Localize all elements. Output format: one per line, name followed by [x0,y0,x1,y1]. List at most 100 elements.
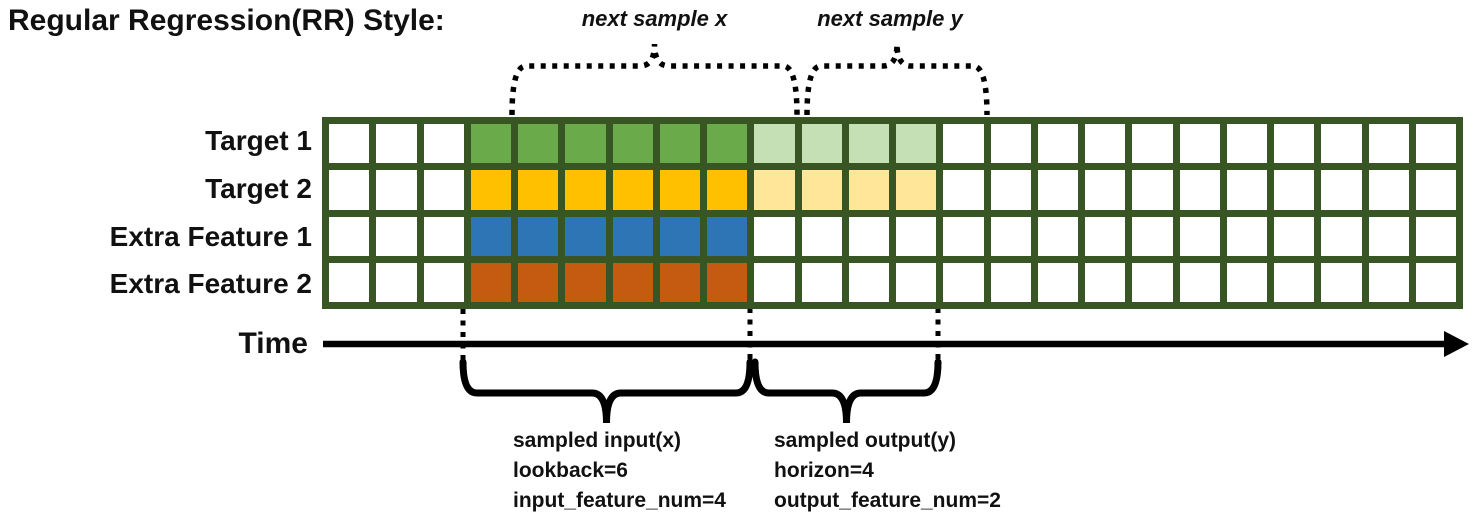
grid-cell [848,262,889,302]
grid-cell [801,216,842,256]
grid-cell [659,262,700,302]
time-axis-arrowhead [1444,331,1469,357]
next-sample-x-label: next sample x [581,6,728,31]
grid-cell [470,216,511,256]
row-label-target-2: Target 2 [205,173,312,204]
grid-cell [801,262,842,302]
grid-cell [470,170,511,210]
grid-cell [1415,262,1456,302]
grid-cell [423,216,464,256]
grid-cell [754,216,795,256]
grid-cell [707,216,748,256]
grid-cell [1085,124,1126,164]
grid-cell [659,170,700,210]
grid-cell [565,216,606,256]
grid-cell [1226,216,1267,256]
grid-cell [329,262,370,302]
grid-cell [376,124,417,164]
grid-cell [1085,262,1126,302]
grid-cell [329,170,370,210]
row-label-target-1: Target 1 [205,125,312,156]
sampled-output-annotation: sampled output(y) horizon=4 output_featu… [774,426,1001,516]
grid-cell [1274,216,1315,256]
grid-cell [612,216,653,256]
grid-cell [943,262,984,302]
grid-cell [1132,170,1173,210]
time-series-grid [322,117,1463,309]
grid-cell [1037,216,1078,256]
output-feature-num-value: output_feature_num=2 [774,489,1001,512]
grid-cell [1037,170,1078,210]
grid-cell [1037,124,1078,164]
grid-cell [659,124,700,164]
grid-cell [848,124,889,164]
grid-cell [848,216,889,256]
horizon-value: horizon=4 [774,459,874,482]
sampled-output-brace [751,358,942,424]
grid-cell [1415,216,1456,256]
grid-cell [1415,170,1456,210]
grid-cell [1321,262,1362,302]
grid-cell [470,124,511,164]
grid-cell [943,170,984,210]
grid-cell [329,216,370,256]
grid-cell [1179,262,1220,302]
grid-cell [1321,170,1362,210]
row-label-extra-feature-1: Extra Feature 1 [109,221,312,252]
lookback-value: lookback=6 [513,459,628,482]
grid-cell [1132,216,1173,256]
time-axis-label: Time [238,327,308,360]
next-sample-y-brace [804,43,990,116]
grid-cell [1415,124,1456,164]
grid-cell [990,124,1031,164]
grid-cell [943,216,984,256]
grid-cell [376,262,417,302]
grid-cell [565,262,606,302]
grid-cell [1368,170,1409,210]
grid-cell [1368,124,1409,164]
grid-cell [423,124,464,164]
grid-cell [896,216,937,256]
grid-cell [1226,170,1267,210]
grid-cell [565,170,606,210]
grid-cell [896,124,937,164]
grid-cell [801,170,842,210]
grid-cell [1274,170,1315,210]
grid-cell [1179,170,1220,210]
grid-cell [470,262,511,302]
input-feature-num-value: input_feature_num=4 [513,489,726,512]
grid-cell [518,262,559,302]
grid-cell [1132,262,1173,302]
grid-cell [1368,262,1409,302]
grid-cell [1274,262,1315,302]
grid-cell [1321,216,1362,256]
grid-cell [848,170,889,210]
grid-cell [518,124,559,164]
grid-cell [1132,124,1173,164]
diagram-title: Regular Regression(RR) Style: [8,4,445,37]
grid-cell [1274,124,1315,164]
grid-cell [518,216,559,256]
grid-cell [896,170,937,210]
grid-cell [1037,262,1078,302]
grid-cell [801,124,842,164]
sampled-output-title: sampled output(y) [774,429,956,452]
grid-cell [896,262,937,302]
grid-cell [754,124,795,164]
grid-cell [423,170,464,210]
grid-cell [1179,124,1220,164]
grid-cell [1321,124,1362,164]
grid-cell [707,262,748,302]
grid-cell [1226,262,1267,302]
grid-cell [990,216,1031,256]
grid-cell [612,170,653,210]
grid-cell [423,262,464,302]
grid-cell [943,124,984,164]
grid-cell [707,124,748,164]
sampled-input-annotation: sampled input(x) lookback=6 input_featur… [513,426,726,516]
sampled-input-brace [459,358,754,424]
grid-cell [1085,170,1126,210]
next-sample-x-brace [509,43,800,116]
grid-cell [754,170,795,210]
grid-cell [1368,216,1409,256]
